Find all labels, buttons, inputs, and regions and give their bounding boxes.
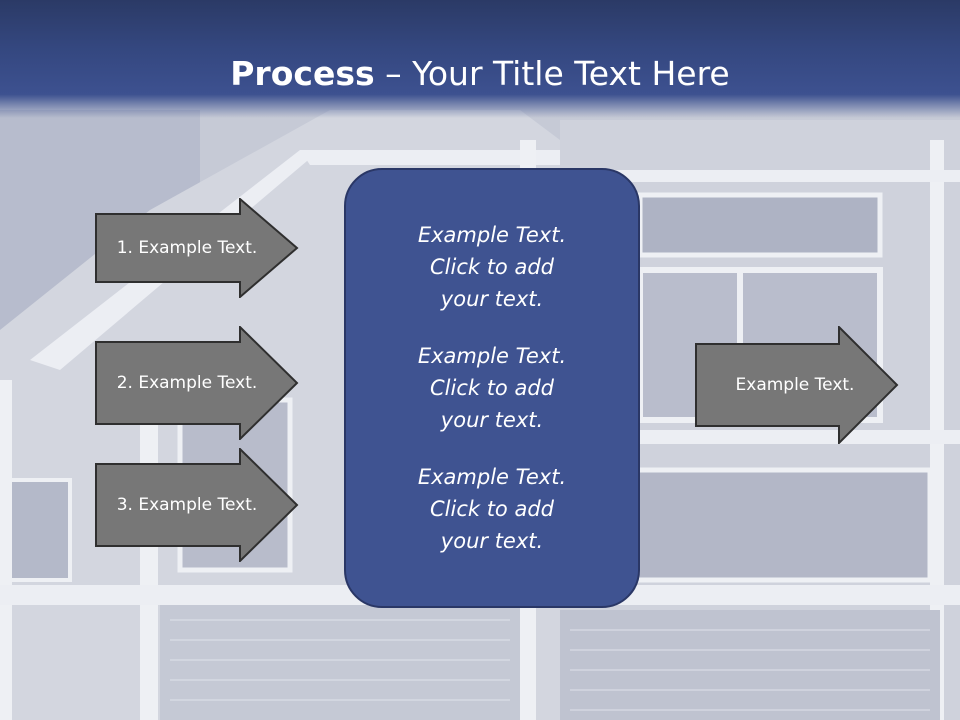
block-line: your text.	[440, 287, 544, 311]
title-banner	[0, 0, 960, 118]
slide-title[interactable]: Process – Your Title Text Here	[0, 52, 960, 96]
left-arrow-2-label: 2. Example Text.	[116, 373, 258, 393]
center-text-block-2: Example Text. Click to add your text.	[418, 340, 566, 436]
left-arrow-2[interactable]: 2. Example Text.	[95, 326, 305, 440]
block-line: your text.	[440, 408, 544, 432]
block-line: Example Text.	[417, 465, 567, 489]
right-arrow[interactable]: Example Text.	[695, 326, 901, 444]
center-text-box[interactable]: Example Text. Click to add your text. Ex…	[344, 168, 640, 608]
center-text-block-1: Example Text. Click to add your text.	[418, 219, 566, 315]
block-line: Example Text.	[417, 223, 567, 247]
block-line: Example Text.	[417, 344, 567, 368]
title-rest-part: – Your Title Text Here	[374, 54, 730, 93]
title-bold-part: Process	[230, 54, 375, 93]
left-arrow-1-label: 1. Example Text.	[116, 238, 258, 258]
block-line: Click to add	[429, 376, 554, 400]
block-line: your text.	[440, 529, 544, 553]
center-text-block-3: Example Text. Click to add your text.	[418, 461, 566, 557]
left-arrow-3-label: 3. Example Text.	[116, 495, 258, 515]
right-arrow-label: Example Text.	[735, 375, 855, 395]
left-arrow-3[interactable]: 3. Example Text.	[95, 448, 305, 562]
block-line: Click to add	[429, 497, 554, 521]
block-line: Click to add	[429, 255, 554, 279]
left-arrow-1[interactable]: 1. Example Text.	[95, 198, 305, 298]
